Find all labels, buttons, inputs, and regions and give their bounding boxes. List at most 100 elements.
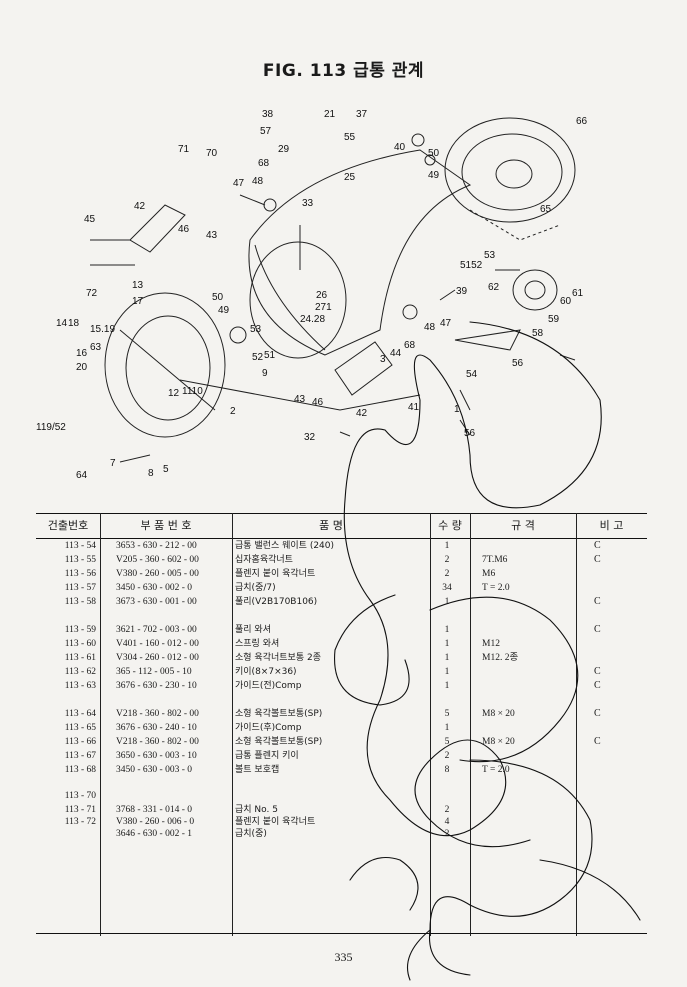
part-number: 365 - 112 - 005 - 10 [116,667,192,677]
svg-text:45: 45 [84,214,96,225]
part-ref-no: 113 - 55 [64,555,96,565]
quantity: 1 [444,597,450,607]
part-name: 소형 육각너트보통 2종 [235,653,321,663]
svg-text:17: 17 [132,296,144,307]
svg-text:9: 9 [262,368,268,379]
figure-title: FIG. 113 급통 관계 [262,61,425,81]
part-ref-no: 113 - 70 [64,791,96,801]
quantity: 2 [444,555,450,565]
part-number: V304 - 260 - 012 - 00 [116,653,199,663]
remark: C [594,554,601,565]
part-ref-no: 113 - 67 [64,751,96,761]
table-row: 113 - 70 [36,789,647,803]
part-name: 플렌지 붙이 육각너트 [235,817,316,827]
quantity: 1 [444,723,450,733]
svg-text:15.19: 15.19 [90,324,115,335]
svg-text:44: 44 [390,348,402,359]
svg-text:5: 5 [163,464,169,475]
svg-text:1: 1 [454,404,460,415]
header-spec: 규 격 [511,519,535,532]
svg-text:5152: 5152 [460,260,483,271]
column-divider [100,513,101,936]
part-name: 플렌지 붙이 육각너트 [235,569,316,579]
column-divider [232,513,233,936]
part-ref-no: 113 - 58 [64,597,96,607]
part-ref-no: 113 - 71 [64,805,96,815]
spec: T = 2.0 [482,583,510,593]
svg-text:29: 29 [278,144,290,155]
part-name: 소형 육각볼트보통(SP) [235,709,323,719]
svg-text:38: 38 [262,109,274,120]
svg-text:68: 68 [258,158,270,169]
part-name: 볼트 보호캡 [235,765,280,775]
svg-text:3: 3 [380,354,386,365]
part-number: V205 - 360 - 602 - 00 [116,555,199,565]
svg-text:56: 56 [512,358,524,369]
part-name: 급치(중/7) [235,583,276,593]
header-part-no: 부 품 번 호 [140,519,192,532]
svg-text:55: 55 [344,132,356,143]
remark: C [594,680,601,691]
table-row: 113 - 54 3653 - 630 - 212 - 00 급통 밸런스 웨이트 … [36,539,647,553]
svg-text:49: 49 [428,170,440,181]
svg-text:12: 12 [168,388,180,399]
part-name: 급치(중) [235,829,267,839]
svg-text:61: 61 [572,288,584,299]
spec: M12. 2종 [482,653,519,663]
part-number: 3653 - 630 - 212 - 00 [116,541,197,551]
part-ref-no: 113 - 57 [64,583,96,593]
quantity: 1 [444,541,450,551]
svg-text:271: 271 [315,302,332,313]
header-no: 건출번호 [47,519,89,532]
svg-text:50: 50 [212,292,224,303]
part-name: 풀리 와셔 [235,625,271,635]
remark: C [594,708,601,719]
svg-text:68: 68 [404,340,416,351]
part-ref-no: 113 - 59 [64,625,96,635]
svg-text:33: 33 [302,198,314,209]
svg-text:14: 14 [56,318,68,329]
remark: C [594,736,601,747]
svg-text:53: 53 [484,250,496,261]
part-ref-no: 113 - 68 [64,765,96,775]
part-name: 스프링 와셔 [235,639,280,649]
svg-text:46: 46 [312,397,324,408]
quantity: 2 [444,751,450,761]
part-ref-no: 113 - 65 [64,723,96,733]
quantity: 1 [444,639,450,649]
svg-text:42: 42 [134,201,146,212]
svg-text:50: 50 [428,148,440,159]
remark: C [594,624,601,635]
svg-text:60: 60 [560,296,572,307]
svg-text:32: 32 [304,432,316,443]
svg-text:57: 57 [260,126,272,137]
svg-text:54: 54 [466,369,478,380]
remark: C [594,540,601,551]
svg-text:24.28: 24.28 [300,314,325,325]
part-number: 3621 - 702 - 003 - 00 [116,625,197,635]
part-number: V380 - 260 - 006 - 0 [116,817,195,827]
part-number: 3676 - 630 - 240 - 10 [116,723,197,733]
svg-text:8: 8 [148,468,154,479]
svg-text:47: 47 [233,178,245,189]
part-ref-no: 113 - 54 [64,541,96,551]
quantity: 2 [444,569,450,579]
part-name: 급통 밸런스 웨이트 (240) [235,541,335,551]
part-name: 소형 육각볼트보통(SP) [235,737,323,747]
header-name: 품 명 [319,519,343,532]
svg-text:25: 25 [344,172,356,183]
svg-text:64: 64 [76,470,88,481]
part-number: 3450 - 630 - 002 - 0 [116,583,192,593]
svg-text:66: 66 [576,116,588,127]
svg-text:42: 42 [356,408,368,419]
svg-text:65: 65 [540,204,552,215]
